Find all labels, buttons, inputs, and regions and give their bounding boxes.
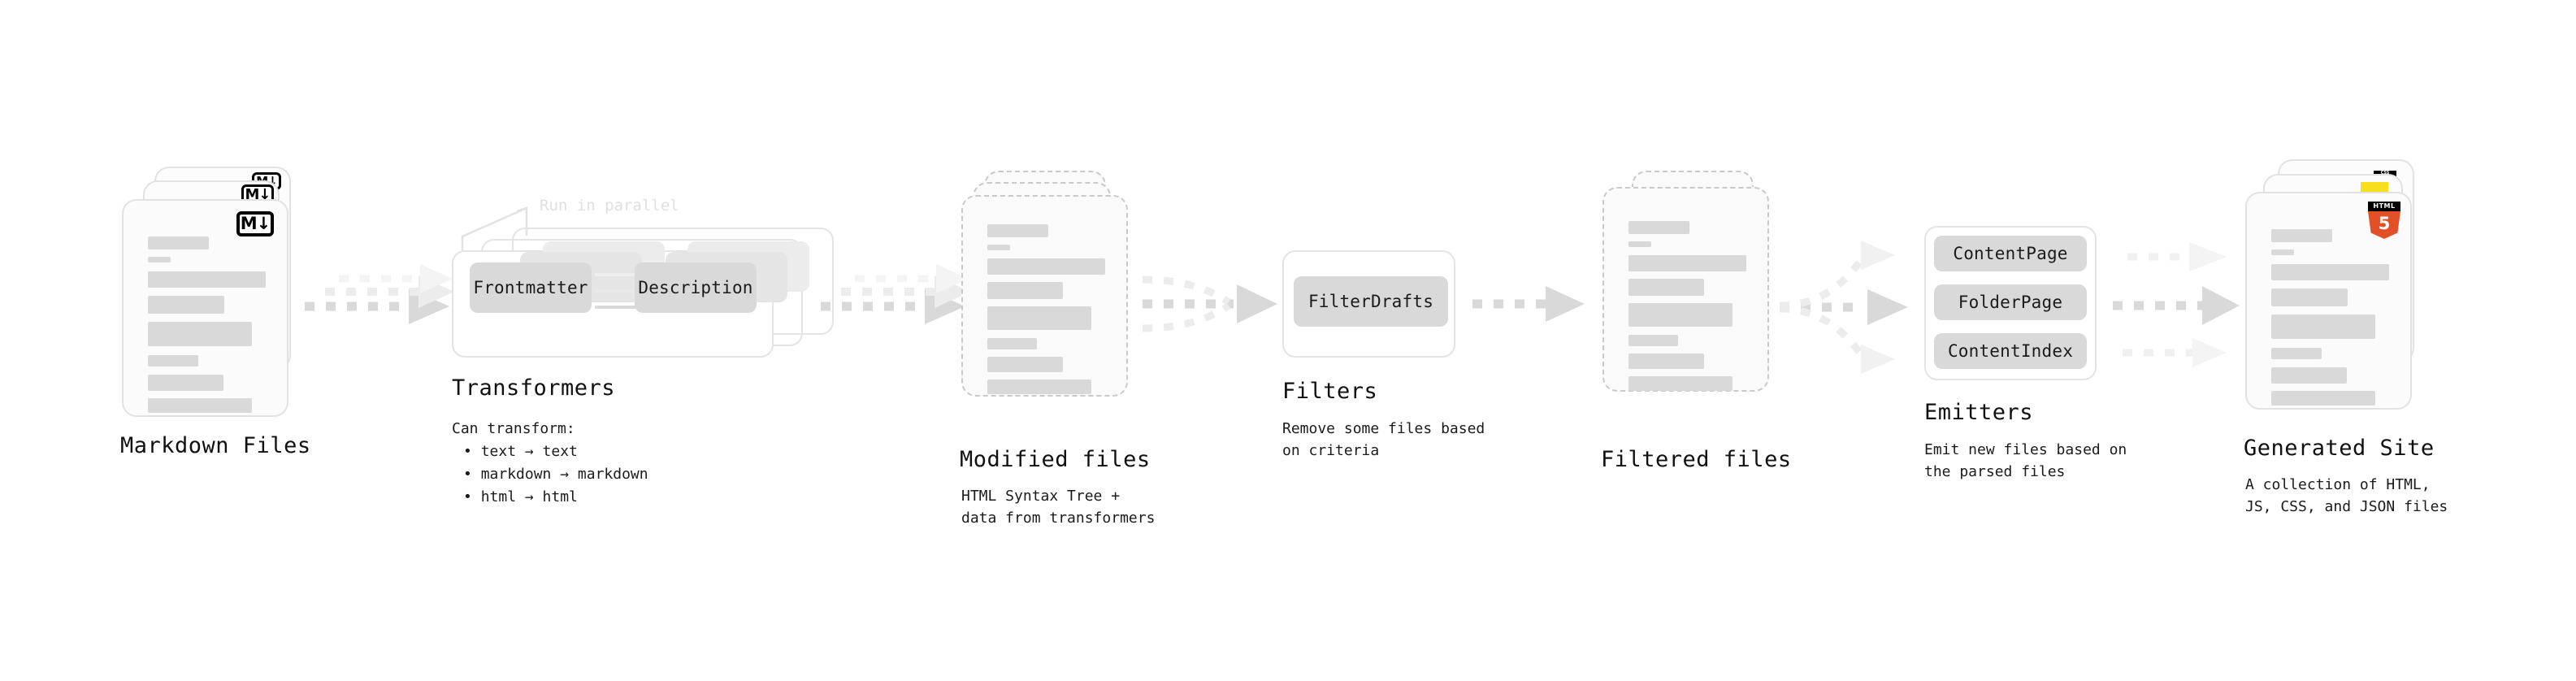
run-in-parallel-bracket <box>461 206 528 263</box>
filterdrafts-pill[interactable]: FilterDrafts <box>1294 276 1448 327</box>
arrow-modified-to-filters <box>1142 275 1277 332</box>
arrow-transformers-to-modified <box>821 264 970 324</box>
transformers-bullet-2: • markdown → markdown <box>463 466 648 483</box>
site-card-front: HTML <box>2245 192 2412 410</box>
stage-modified-files: Modified files HTML Syntax Tree + data f… <box>960 171 1155 527</box>
arrow-filters-to-filtered <box>1472 286 1585 322</box>
contentpage-pill[interactable]: ContentPage <box>1934 236 2087 271</box>
markdown-card-content-lines <box>148 236 266 413</box>
stage-filtered-files: Filtered files <box>1601 171 1791 472</box>
generated-site-title: Generated Site <box>2244 436 2435 461</box>
transformers-bullet-2-text: markdown → markdown <box>480 466 648 483</box>
modified-file-stack <box>961 171 1136 431</box>
run-in-parallel-label: Run in parallel <box>540 197 679 215</box>
filtered-card-front <box>1602 187 1769 392</box>
filtered-card-content-lines <box>1628 221 1746 391</box>
transformers-bullet-3-text: html → html <box>480 488 578 505</box>
modified-files-subtitle: HTML Syntax Tree + data from transformer… <box>961 488 1156 527</box>
markdown-file-stack: M↓ M↓ M↓ <box>122 167 301 419</box>
filtered-files-title: Filtered files <box>1601 447 1792 472</box>
markdown-badge-front: M↓ <box>236 211 274 236</box>
html5-badge: HTML <box>2368 202 2400 239</box>
filters-subtitle: Remove some files based on criteria <box>1282 420 1485 460</box>
stage-markdown-files: M↓ M↓ M↓ Markdown Files <box>120 167 310 458</box>
filters-title: Filters <box>1282 379 1378 404</box>
css-badge-label: CSS <box>2374 171 2396 176</box>
site-card-content-lines <box>2271 229 2389 406</box>
transformers-bullet-3: • html → html <box>463 488 578 505</box>
generated-site-stack: CSS HTML <box>2245 159 2424 419</box>
markdown-card-front: M↓ <box>122 199 288 417</box>
description-pill[interactable]: Description <box>635 262 757 313</box>
transformers-subtitle: Can transform: <box>452 420 575 437</box>
html5-badge-label: HTML <box>2368 202 2400 211</box>
markdown-files-title: Markdown Files <box>120 433 311 458</box>
arrow-emitters-to-site <box>2113 242 2240 367</box>
transformers-title: Transformers <box>452 375 616 401</box>
folderpage-pill[interactable]: FolderPage <box>1934 284 2087 320</box>
transformers-bullet-1: • text → text <box>463 443 578 460</box>
generated-site-subtitle: A collection of HTML, JS, CSS, and JSON … <box>2245 476 2448 516</box>
emitters-subtitle: Emit new files based on the parsed files <box>1924 441 2127 481</box>
arrow-filtered-to-emitters <box>1779 241 1908 374</box>
filtered-file-stack <box>1602 171 1777 431</box>
contentindex-pill[interactable]: ContentIndex <box>1934 333 2087 369</box>
modified-card-front <box>961 195 1128 397</box>
transformers-bullet-1-text: text → text <box>480 443 578 460</box>
arrow-md-to-transformers <box>305 264 454 324</box>
stage-generated-site: CSS HTML <box>2244 159 2448 515</box>
frontmatter-pill[interactable]: Frontmatter <box>470 262 592 313</box>
emitters-title: Emitters <box>1924 400 2034 425</box>
modified-files-title: Modified files <box>960 447 1151 472</box>
modified-card-content-lines <box>987 224 1105 394</box>
